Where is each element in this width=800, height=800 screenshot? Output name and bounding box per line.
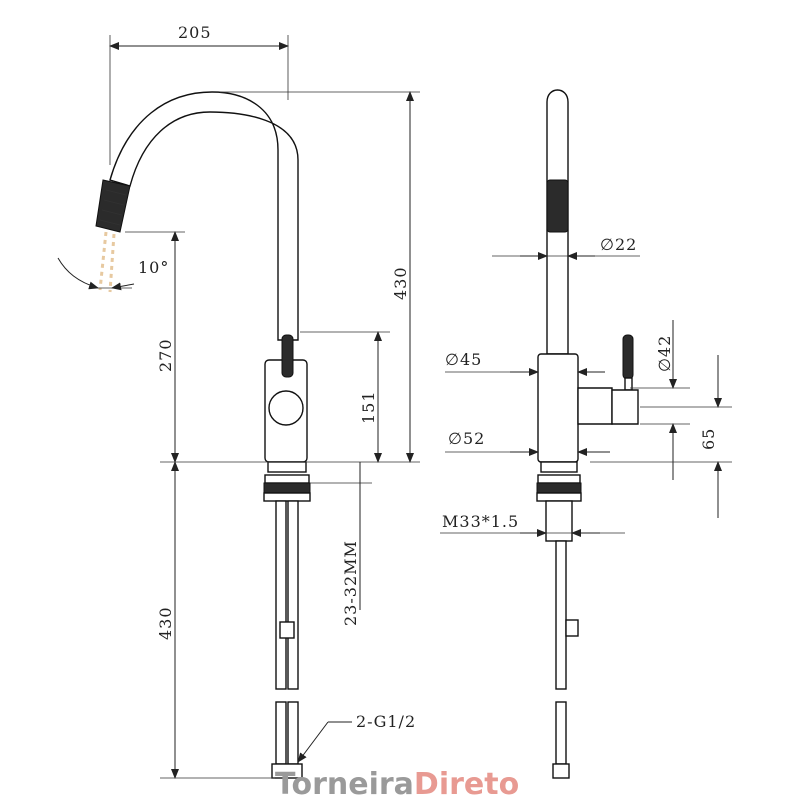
supply-hoses-front [271, 500, 303, 779]
side-spray-head [546, 179, 569, 233]
side-lever-handle [622, 334, 634, 380]
watermark-logo: TorneiraDireto [275, 767, 519, 800]
cartridge-knob [268, 390, 304, 426]
side-body [537, 353, 579, 463]
watermark-part2: Direto [414, 767, 519, 800]
watermark-part1: Torneira [275, 767, 414, 800]
dim-151-label: 151 [359, 390, 378, 424]
dia-45-label: ∅45 [445, 350, 482, 369]
dia-42-label: ∅42 [655, 335, 674, 372]
dim-23-32mm-label: 23-32MM [341, 540, 360, 626]
mounting-nut [263, 474, 311, 502]
side-view: ∅22 ∅45 ∅42 ∅52 65 M33*1.5 [440, 89, 732, 779]
pipes-g12-label: 2-G1/2 [356, 712, 416, 731]
front-view: 205 430 151 270 10° 430 23-32MM 2-G1/2 [57, 23, 420, 779]
spout-outer [109, 91, 299, 341]
spray-water [98, 231, 116, 293]
angle-arc [57, 257, 99, 290]
lever-handle [281, 334, 294, 378]
dim-205-label: 205 [178, 23, 212, 42]
side-shank [545, 500, 573, 542]
dim-65-label: 65 [699, 428, 718, 450]
dim-430-bottom-label: 430 [156, 606, 175, 640]
spray-head [95, 179, 131, 233]
dia-22-label: ∅22 [600, 235, 637, 254]
dia-52-label: ∅52 [448, 429, 485, 448]
dim-430-top-label: 430 [391, 266, 410, 300]
faucet-base [267, 461, 307, 473]
angle-10-label: 10° [138, 258, 169, 277]
side-handle-block [577, 387, 613, 425]
dim-270-label: 270 [156, 338, 175, 372]
svg-text:TorneiraDireto: TorneiraDireto [275, 767, 519, 800]
thread-m33-label: M33*1.5 [442, 512, 519, 531]
